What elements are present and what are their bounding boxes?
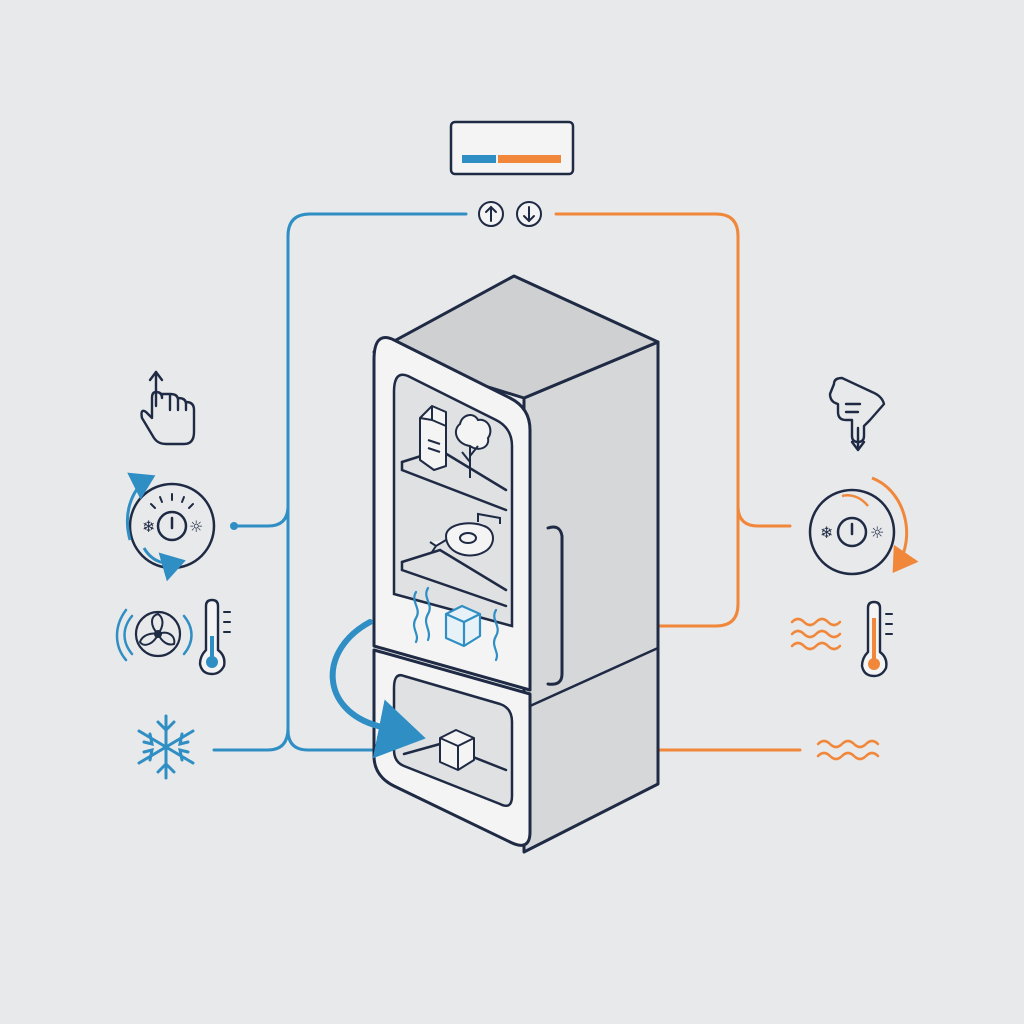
thermometer-high-icon	[860, 600, 893, 678]
hand-pointer-down-icon[interactable]	[828, 376, 886, 452]
snowflake-icon	[137, 714, 195, 780]
fresh-food-compartment	[392, 373, 514, 662]
ice-cube-icon	[439, 729, 475, 771]
rotation-arrow	[871, 476, 919, 573]
fan-icon	[115, 608, 193, 662]
snowflake-icon: ❄	[820, 523, 833, 542]
thermometer-low-icon	[198, 598, 231, 676]
up-arrow-icon	[485, 205, 497, 222]
heat-waves-icon	[816, 739, 880, 761]
cold-flow-arrow	[329, 619, 426, 759]
cool-connector-lines	[212, 212, 468, 752]
heat-waves-icon	[790, 617, 842, 651]
fridge-side-panel	[522, 340, 660, 854]
cool-level-bar	[462, 155, 496, 163]
down-button[interactable]	[516, 201, 542, 227]
milk-carton-icon	[419, 405, 447, 471]
temperature-dial-icon[interactable]: ❄ ☼	[125, 472, 216, 582]
sun-icon: ☼	[870, 523, 884, 542]
ice-cube-icon	[444, 604, 482, 648]
rotation-arrow	[125, 472, 156, 541]
warm-level-bar	[498, 155, 561, 163]
control-panel-display	[449, 120, 575, 176]
down-arrow-icon	[523, 206, 535, 223]
up-button[interactable]	[478, 201, 504, 227]
cold-air-waves-icon	[412, 586, 499, 662]
snowflake-icon: ❄	[142, 517, 155, 536]
hand-pointer-up-icon[interactable]	[140, 370, 196, 446]
meat-steak-icon	[429, 512, 501, 557]
sun-icon: ☼	[189, 517, 203, 536]
fridge-door-handle[interactable]	[546, 525, 564, 686]
leafy-greens-icon	[454, 414, 492, 478]
temperature-dial-icon[interactable]: ❄ ☼	[808, 476, 919, 576]
